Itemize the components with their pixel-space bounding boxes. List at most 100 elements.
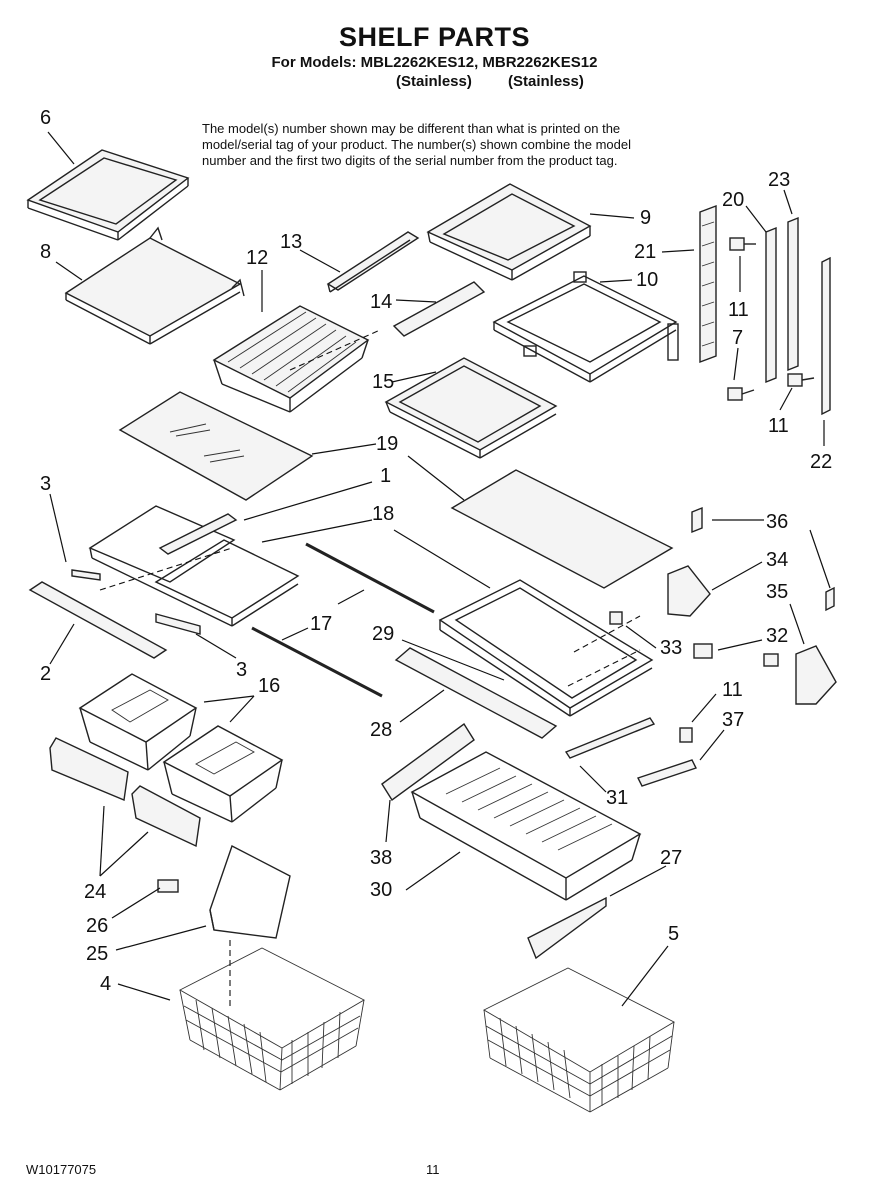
part-16-crisper-left (78, 673, 198, 771)
part-22-rail (821, 256, 831, 416)
part-30-drawer (410, 751, 642, 901)
models-subtitle: For Models: MBL2262KES12, MBR2262KES12 (271, 54, 598, 71)
callout-31: 31 (606, 787, 628, 809)
part-27-divider (527, 896, 607, 960)
part-19-glass-right (450, 469, 674, 589)
part-32-clip (693, 643, 713, 659)
part-24-front-lower (131, 785, 201, 848)
callout-35: 35 (766, 581, 788, 603)
callout-34: 34 (766, 549, 788, 571)
part-3-clip-upper (71, 569, 101, 581)
callout-12: 12 (246, 247, 268, 269)
part-8-shelf (64, 226, 245, 345)
callout-37: 37 (722, 709, 744, 731)
callout-28: 28 (370, 719, 392, 741)
part-11-screw-middle (763, 653, 779, 667)
part-17-rod-lower (251, 626, 383, 698)
part-32-bracket (795, 645, 837, 705)
callout-7: 7 (732, 327, 743, 349)
callout-26: 26 (86, 915, 108, 937)
callout-29: 29 (372, 623, 394, 645)
leader-lines (47, 131, 831, 1007)
part-31-support (564, 717, 656, 759)
document-number: W10177075 (26, 1162, 97, 1177)
callout-24: 24 (84, 881, 106, 903)
page-title: SHELF PARTS (338, 22, 530, 52)
part-10-frame (492, 271, 679, 383)
part-28-trim (394, 647, 558, 739)
callout-23: 23 (768, 169, 790, 191)
callout-22: 22 (810, 451, 832, 473)
callout-9: 9 (640, 207, 651, 229)
callout-3-lower: 3 (236, 659, 247, 681)
part-4-basket (179, 947, 365, 1091)
callout-16: 16 (258, 675, 280, 697)
assembly-dashes (99, 329, 641, 1008)
callout-18: 18 (372, 503, 394, 525)
callout-17: 17 (310, 613, 332, 635)
callout-11-middle: 11 (722, 679, 743, 701)
part-33-clip (609, 611, 623, 625)
callout-4: 4 (100, 973, 111, 995)
callout-6: 6 (40, 107, 51, 129)
part-5-basket (483, 967, 675, 1113)
callout-11-upper: 11 (728, 299, 749, 321)
callout-numbers: 6 8 12 13 14 9 21 10 20 23 11 7 11 22 15… (40, 107, 832, 995)
part-11-screw-upper (729, 237, 756, 251)
callout-38: 38 (370, 847, 392, 869)
callout-11-lower: 11 (768, 415, 789, 437)
part-21-rail (699, 204, 717, 364)
part-9-shelf (426, 183, 592, 281)
callout-32: 32 (766, 625, 788, 647)
part-35-clip (825, 586, 835, 612)
part-11-screw-bottom (679, 727, 693, 743)
page-number: 11 (426, 1162, 440, 1177)
finish-left: (Stainless) (396, 73, 472, 90)
callout-1: 1 (380, 465, 391, 487)
note-line-1: The model(s) number shown may be differe… (202, 121, 621, 136)
part-29-cover-frame (438, 579, 654, 717)
callout-10: 10 (636, 269, 658, 291)
callout-25: 25 (86, 943, 108, 965)
part-25-bracket (209, 845, 291, 939)
callout-21: 21 (634, 241, 656, 263)
part-20-rail (765, 226, 777, 384)
part-34-bracket (667, 565, 711, 617)
part-15-shelf (384, 357, 558, 459)
part-6-shelf (26, 149, 190, 241)
callout-30: 30 (370, 879, 392, 901)
part-38-handle (381, 722, 475, 802)
part-24-front-upper (49, 737, 129, 801)
part-13-rail (326, 231, 420, 293)
callout-27: 27 (660, 847, 682, 869)
callout-3-upper: 3 (40, 473, 51, 495)
callout-8: 8 (40, 241, 51, 263)
part-14-trim (392, 281, 486, 337)
callout-13: 13 (280, 231, 302, 253)
part-37-slide (637, 759, 697, 787)
part-3-clip-lower (155, 613, 201, 635)
part-16-crisper-right (162, 725, 284, 823)
part-26-bolt (157, 879, 179, 893)
callout-19: 19 (376, 433, 398, 455)
model-number-note: The model(s) number shown may be differe… (202, 121, 722, 169)
part-23-rail (787, 216, 799, 372)
part-7-screw (727, 387, 755, 401)
part-11-screw-lower (787, 373, 815, 387)
callout-14: 14 (370, 291, 392, 313)
callout-20: 20 (722, 189, 744, 211)
note-line-2: model/serial tag of your product. The nu… (202, 137, 631, 152)
part-36-clip (691, 506, 703, 534)
finish-right: (Stainless) (508, 73, 584, 90)
callout-15: 15 (372, 371, 394, 393)
part-2-trim-bar (28, 581, 168, 659)
callout-33: 33 (660, 637, 682, 659)
callout-36: 36 (766, 511, 788, 533)
part-12-bin (212, 305, 370, 413)
callout-5: 5 (668, 923, 679, 945)
part-19-glass-left (118, 391, 314, 501)
part-17-rod-upper (305, 542, 435, 614)
note-line-3: number and the first two digits of the s… (202, 153, 618, 168)
callout-2: 2 (40, 663, 51, 685)
